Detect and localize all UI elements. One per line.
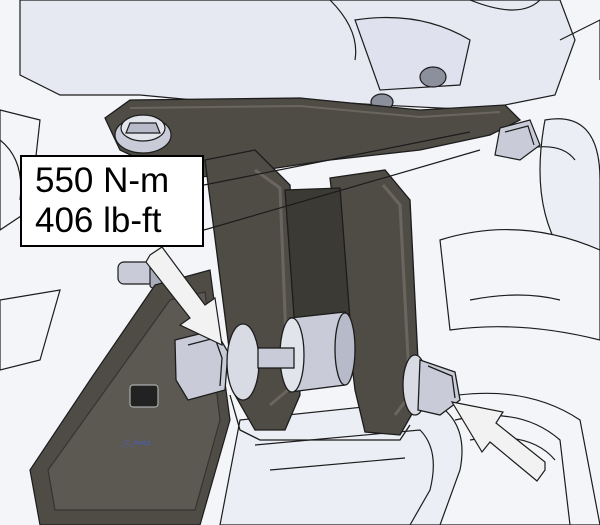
bracket-bolt-right <box>494 119 541 161</box>
axis-label: _C_Axis1 <box>121 440 151 447</box>
pointer-arrow-icon <box>145 246 223 347</box>
torque-callout: 550 N-m 406 lb-ft <box>20 155 204 247</box>
pointer-arrow-icon-lower <box>450 401 546 482</box>
bracket-bolt-top <box>114 114 172 154</box>
torque-imperial-label: 406 lb-ft <box>35 201 162 240</box>
torque-metric-label: 550 N-m <box>35 161 170 200</box>
callout-leader-lines <box>203 131 481 231</box>
mount-bushing <box>174 311 461 416</box>
